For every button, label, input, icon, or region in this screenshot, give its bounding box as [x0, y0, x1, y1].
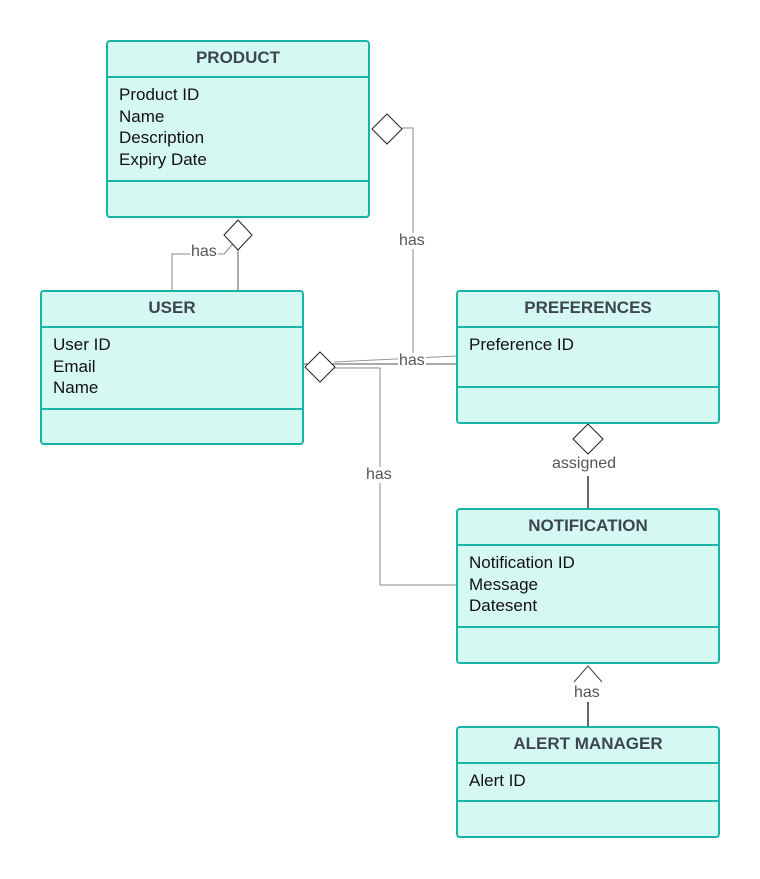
attribute: Name: [53, 378, 99, 397]
entity-user[interactable]: USER User ID Email Name: [40, 290, 304, 445]
connector-user-notification: [334, 367, 456, 586]
entity-attributes: Alert ID: [458, 764, 718, 802]
attribute: Description: [119, 128, 205, 147]
entity-attributes: Notification ID Message Datesent: [458, 546, 718, 628]
product-preferences-diamond-icon: [371, 113, 403, 145]
user-diamond-icon: [304, 351, 336, 383]
product-user-diamond-icon: [223, 219, 253, 251]
entity-product[interactable]: PRODUCT Product ID Name Description Expi…: [106, 40, 370, 218]
entity-title: ALERT MANAGER: [458, 728, 718, 764]
notification-alert-arrowhead: [573, 665, 603, 683]
entity-notification[interactable]: NOTIFICATION Notification ID Message Dat…: [456, 508, 720, 664]
attribute: User ID: [53, 335, 111, 354]
connector-user-preferences: [333, 355, 457, 363]
relationship-label-user-notification: has: [365, 466, 393, 483]
entity-title: USER: [42, 292, 302, 328]
relationship-label-notification-alert: has: [573, 684, 601, 701]
attribute: Name: [119, 106, 165, 126]
attribute: Datesent: [469, 596, 538, 615]
attribute: Expiry Date: [119, 149, 207, 169]
entity-alert-manager[interactable]: ALERT MANAGER Alert ID: [456, 726, 720, 838]
attribute: Message: [469, 574, 538, 594]
entity-title: PREFERENCES: [458, 292, 718, 328]
entity-attributes: Preference ID: [458, 328, 718, 388]
entity-title: NOTIFICATION: [458, 510, 718, 546]
entity-title: PRODUCT: [108, 42, 368, 78]
attribute: Product ID: [119, 85, 200, 104]
relationship-label-preferences-notification: assigned: [551, 455, 618, 472]
entity-attributes: Product ID Name Description Expiry Date: [108, 78, 368, 182]
relationship-label-user-product: has: [190, 243, 218, 260]
entity-attributes: User ID Email Name: [42, 328, 302, 410]
attribute: Alert ID: [469, 771, 526, 790]
attribute: Email: [53, 356, 96, 376]
entity-preferences[interactable]: PREFERENCES Preference ID: [456, 290, 720, 424]
relationship-label-product-preferences: has: [398, 232, 426, 249]
relationship-label-user-preferences: has: [398, 352, 426, 369]
preferences-diamond-icon: [572, 423, 604, 455]
attribute: Notification ID: [469, 553, 575, 572]
attribute: Preference ID: [469, 335, 574, 354]
